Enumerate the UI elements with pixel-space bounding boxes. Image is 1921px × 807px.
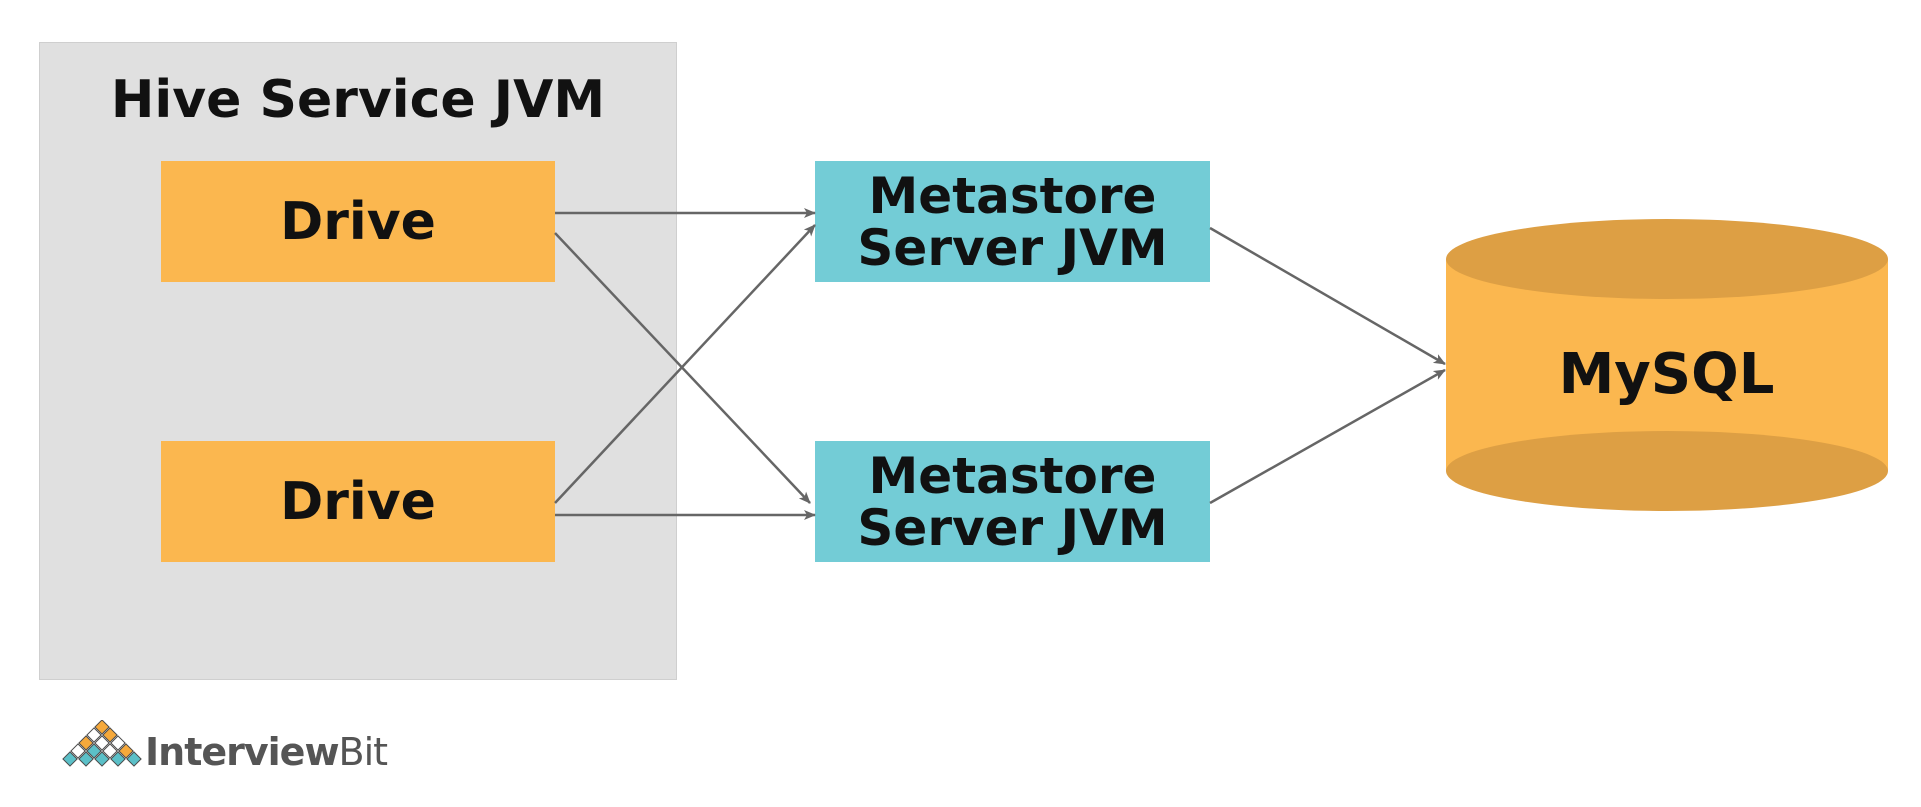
metastore-box-2: Metastore Server JVM	[815, 441, 1210, 562]
arrow-drive2-to-meta1	[554, 224, 816, 504]
interviewbit-logo	[62, 720, 142, 767]
hive-service-group	[39, 42, 677, 680]
metastore-2-line2: Server JVM	[857, 498, 1168, 557]
logo-text-main: Interview	[145, 730, 340, 774]
driver-box-1: Drive	[161, 161, 555, 282]
mysql-cylinder	[1446, 219, 1888, 511]
metastore-1-line2: Server JVM	[857, 218, 1168, 277]
mysql-label: MySQL	[1558, 342, 1775, 407]
logo-text-accent: Bit	[338, 730, 389, 774]
metastore-2-line1: Metastore	[868, 446, 1157, 505]
hive-service-title: Hive Service JVM	[110, 70, 606, 130]
driver-label-1: Drive	[280, 191, 436, 252]
arrow-meta2-to-mysql	[1209, 368, 1446, 505]
logo-wordmark: InterviewBit	[145, 728, 389, 776]
metastore-box-1: Metastore Server JVM	[815, 161, 1210, 282]
driver-box-2: Drive	[161, 441, 555, 562]
metastore-1-line1: Metastore	[868, 166, 1157, 225]
logo-diamond-icon	[62, 720, 142, 767]
mysql-cylinder-top	[1446, 219, 1888, 299]
mysql-cylinder-bottom	[1446, 431, 1888, 511]
driver-label-2: Drive	[280, 471, 436, 532]
arrow-meta1-to-mysql	[1209, 226, 1446, 366]
